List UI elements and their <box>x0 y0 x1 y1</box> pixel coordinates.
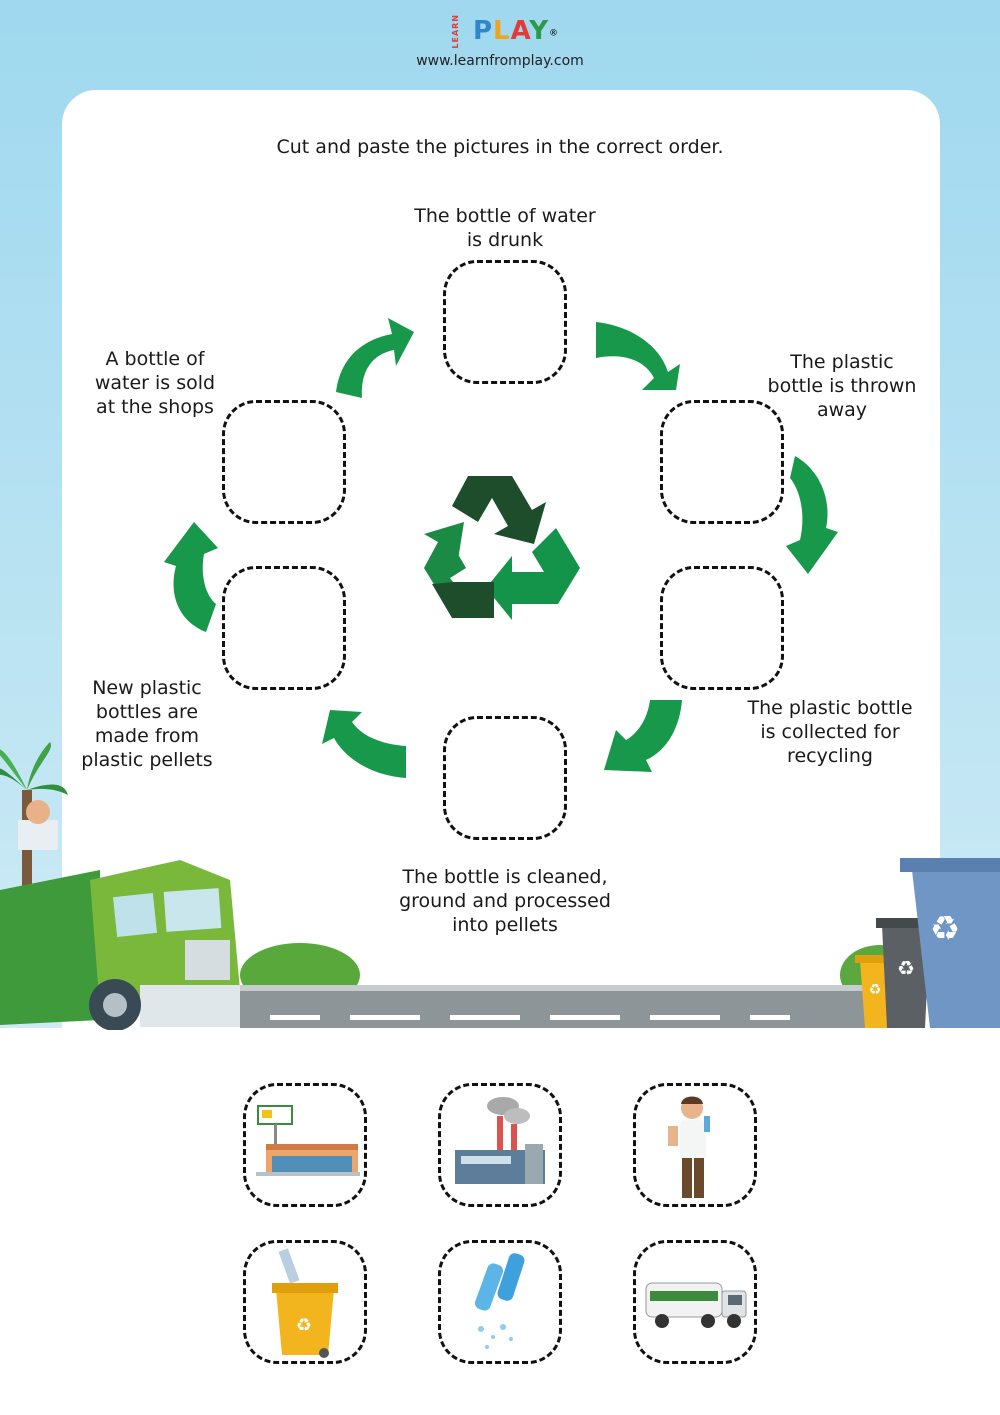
road <box>240 985 900 1028</box>
recycle-bins-icon: ♻ ♻ ♻ <box>855 858 1000 1028</box>
paste-slot-cleaned[interactable] <box>443 716 567 840</box>
factory-icon <box>455 1097 545 1184</box>
boy-figure <box>18 820 58 850</box>
cutout-bin-with-bottle[interactable]: ♻ <box>243 1240 367 1364</box>
label-collected: The plastic bottle is collected for recy… <box>747 697 913 767</box>
svg-text:♻: ♻ <box>897 956 915 980</box>
arrow-drunk-to-thrown <box>596 322 680 390</box>
instruction-text: Cut and paste the pictures in the correc… <box>276 136 724 158</box>
label-sold-at-shops: A bottle of water is sold at the shops <box>94 348 216 418</box>
street-scene: ♻ ♻ ♻ <box>0 742 1000 1030</box>
svg-text:♻: ♻ <box>930 909 960 949</box>
recycle-symbol-icon <box>424 476 580 620</box>
plastic-bottles-icon <box>474 1253 525 1349</box>
cutout-plastic-bottles[interactable] <box>438 1240 562 1364</box>
cycle-arrows <box>164 318 838 778</box>
palm-tree-icon <box>0 742 68 950</box>
label-cleaned: The bottle is cleaned, ground and proces… <box>399 866 611 936</box>
arrow-sold-to-drunk <box>336 318 414 398</box>
label-thrown-away: The plastic bottle is thrown away <box>767 351 917 421</box>
website-url: www.learnfromplay.com <box>416 52 584 69</box>
paste-slot-drunk[interactable] <box>443 260 567 384</box>
svg-text:♻: ♻ <box>869 982 882 998</box>
recycling-truck-icon <box>645 1282 747 1328</box>
bin-with-bottle-icon: ♻ <box>272 1248 338 1358</box>
arrow-cleaned-to-new-bottles <box>322 710 406 778</box>
cutout-shop[interactable] <box>243 1083 367 1207</box>
cutout-recycling-truck[interactable] <box>633 1240 757 1364</box>
svg-text:♻: ♻ <box>296 1315 312 1336</box>
cutout-factory[interactable] <box>438 1083 562 1207</box>
arrow-collected-to-cleaned <box>604 700 682 772</box>
arrow-thrown-to-collected <box>786 456 838 574</box>
label-drunk: The bottle of water is drunk <box>414 205 596 251</box>
paste-slot-sold-at-shops[interactable] <box>222 400 346 524</box>
paste-slot-new-bottles[interactable] <box>222 566 346 690</box>
label-new-bottles: New plastic bottles are made from plasti… <box>81 677 213 771</box>
garbage-truck-icon <box>0 800 250 1030</box>
shop-icon <box>256 1105 360 1176</box>
paste-slot-thrown-away[interactable] <box>660 400 784 524</box>
paste-slot-collected[interactable] <box>660 566 784 690</box>
man-drinking-icon <box>668 1096 710 1198</box>
cutout-man-drinking[interactable] <box>633 1083 757 1207</box>
arrow-new-bottles-to-sold <box>164 522 218 632</box>
